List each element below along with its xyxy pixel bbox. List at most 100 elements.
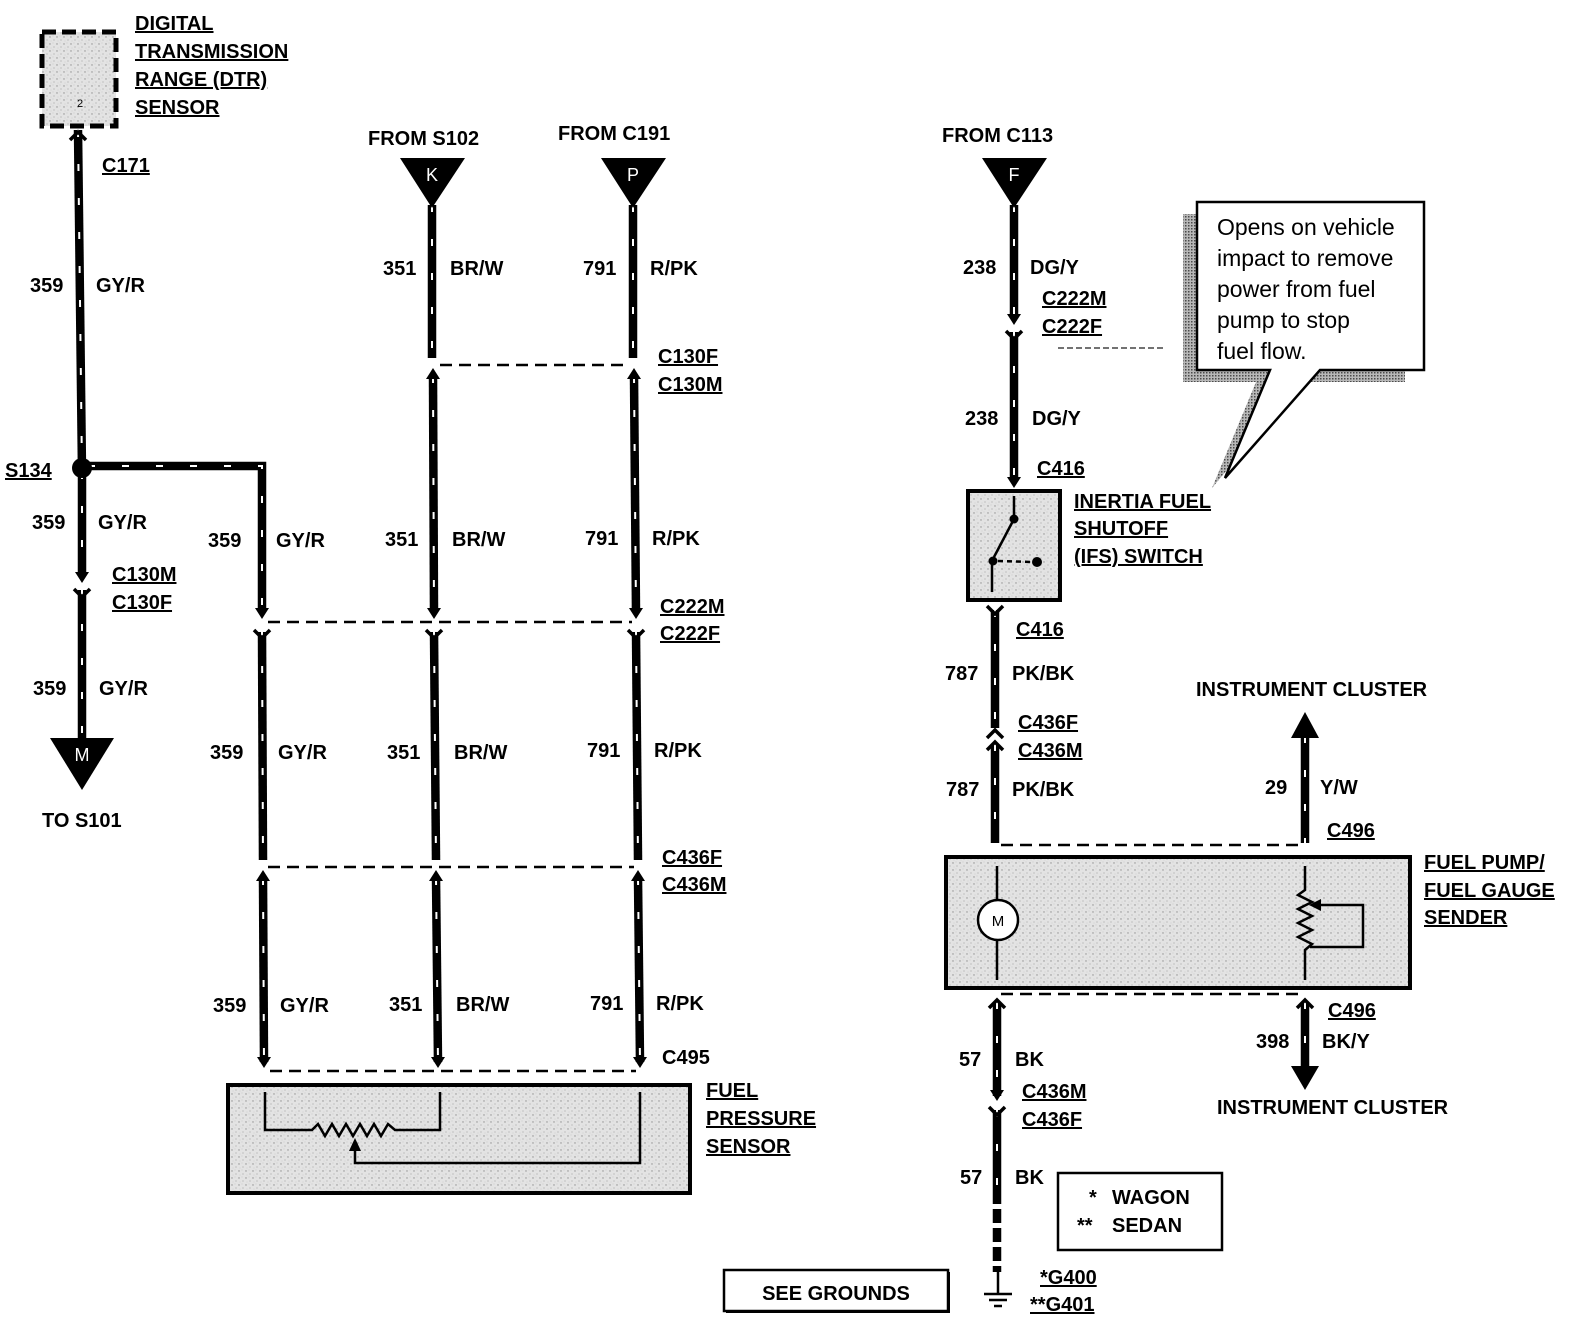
source-letter-p: P xyxy=(627,165,639,185)
legend-box xyxy=(1056,1171,1224,1252)
wire-tick-marks xyxy=(88,465,263,612)
wire-color: PK/BK xyxy=(1012,663,1075,685)
destination-letter-m: M xyxy=(75,745,90,765)
circuit-number: 351 xyxy=(385,529,418,551)
connector-label-c222f: C222F xyxy=(660,623,720,645)
wire-color: DG/Y xyxy=(1032,408,1082,430)
connector-mark xyxy=(256,870,270,881)
connector-label-c436f: C436F xyxy=(1022,1109,1082,1131)
connector-mark xyxy=(987,997,1007,1010)
circuit-number: 359 xyxy=(208,530,241,552)
fuel-pressure-sensor-name: FUEL xyxy=(706,1080,758,1102)
connector-label-c436m: C436M xyxy=(1022,1081,1086,1103)
connector-mark xyxy=(627,368,641,379)
connector-mark xyxy=(985,604,1005,617)
legend-label: WAGON xyxy=(1112,1187,1190,1209)
ground-id-g400: *G400 xyxy=(1040,1267,1097,1289)
source-label-c191: FROM C191 xyxy=(558,123,670,145)
connector-mark xyxy=(985,739,1005,752)
fuel-pump-sender: M xyxy=(944,855,1412,990)
connector-mark xyxy=(1295,997,1315,1010)
circuit-number: 29 xyxy=(1265,777,1287,799)
connector-mark xyxy=(1004,329,1024,342)
circuit-number: 787 xyxy=(945,663,978,685)
wire-color: GY/R xyxy=(280,995,329,1017)
connector-label-c416: C416 xyxy=(1037,458,1085,480)
connector-label-c436m: C436M xyxy=(662,874,726,896)
wire-color: GY/R xyxy=(96,275,145,297)
ifs-switch-open-path xyxy=(997,559,1033,564)
fuel-pump-sender-name: FUEL PUMP/ xyxy=(1424,852,1545,874)
wires xyxy=(73,129,1310,1190)
circuit-number: 791 xyxy=(587,740,620,762)
ground-icon xyxy=(984,1272,1012,1308)
callout-text: fuel flow. xyxy=(1217,338,1307,364)
see-grounds-reference: SEE GROUNDS xyxy=(722,1268,950,1313)
connector-label-c495: C495 xyxy=(662,1047,710,1069)
wire-color: R/PK xyxy=(654,740,702,762)
ifs-switch-name: (IFS) SWITCH xyxy=(1074,546,1203,568)
circuit-number: 351 xyxy=(383,258,416,280)
connector-mark xyxy=(629,608,643,619)
connector-label-c222f: C222F xyxy=(1042,316,1102,338)
connector-mark xyxy=(427,608,441,619)
connector-label-c130m: C130M xyxy=(112,564,176,586)
wire-color: GY/R xyxy=(278,742,327,764)
wire-color: GY/R xyxy=(98,512,147,534)
wire-color: BK xyxy=(1015,1167,1044,1189)
wire-791-r-pk xyxy=(633,877,645,1063)
inertia-fuel-shutoff-switch xyxy=(966,489,1062,602)
connector-mark xyxy=(424,628,444,641)
circuit-number: 351 xyxy=(389,994,422,1016)
source-triangle-k xyxy=(400,158,465,208)
sensor-wiper-line xyxy=(353,1092,642,1165)
gauge-sender-resistor-icon xyxy=(1295,866,1315,980)
splice-s134-dot xyxy=(72,458,92,478)
dtr-pin-number: 2 xyxy=(77,98,83,110)
instrument-cluster-label: INSTRUMENT CLUSTER xyxy=(1217,1097,1449,1119)
circuit-number: 359 xyxy=(210,742,243,764)
wire-color: DG/Y xyxy=(1030,257,1080,279)
circuit-number: 57 xyxy=(960,1167,982,1189)
callout-box xyxy=(1195,200,1426,479)
ifs-switch-contact-icon xyxy=(1032,557,1042,567)
connector-mark xyxy=(1007,477,1021,488)
wire-color: BR/W xyxy=(454,742,507,764)
connector-label-c130m: C130M xyxy=(658,374,722,396)
circuit-number: 791 xyxy=(590,993,623,1015)
connector-mark xyxy=(431,1057,445,1068)
connector-dashed-lines xyxy=(268,347,1299,1073)
connector-label-c222m: C222M xyxy=(660,596,724,618)
callout-text: pump to stop xyxy=(1217,307,1350,333)
sensor-resistor-icon xyxy=(263,1092,442,1139)
circuit-number: 359 xyxy=(32,512,65,534)
wire-tick-marks xyxy=(261,631,264,861)
connector-label-c416: C416 xyxy=(1016,619,1064,641)
source-letter-k: K xyxy=(426,165,438,185)
ifs-switch-contact-icon xyxy=(988,556,998,566)
fuel-pressure-sensor-name: PRESSURE xyxy=(706,1108,816,1130)
see-grounds-box-shadow xyxy=(726,1272,950,1313)
circuit-number: 351 xyxy=(387,742,420,764)
circuit-number: 359 xyxy=(213,995,246,1017)
fuel-pump-sender-name: FUEL GAUGE xyxy=(1424,880,1555,902)
connector-label-c130f: C130F xyxy=(112,592,172,614)
sensor-wiper-arrow-icon xyxy=(349,1138,361,1151)
legend-mark: * xyxy=(1089,1187,1097,1209)
connector-label-c436f: C436F xyxy=(662,847,722,869)
connector-mark xyxy=(985,727,1005,740)
connector-mark xyxy=(257,1057,271,1068)
ifs-switch-blade-icon xyxy=(992,518,1016,558)
connector-mark xyxy=(75,572,89,583)
gauge-sender-wiper-line xyxy=(1310,903,1365,949)
source-label-c113: FROM C113 xyxy=(942,125,1053,147)
connector-label-c496: C496 xyxy=(1327,820,1375,842)
connector-mark xyxy=(626,628,646,641)
gauge-sender-wiper-arrow-icon xyxy=(1309,899,1321,911)
connector-mark xyxy=(1007,314,1021,325)
wire-color: GY/R xyxy=(276,530,325,552)
wire-color: R/PK xyxy=(656,993,704,1015)
fuel-pressure-sensor xyxy=(226,1083,692,1195)
connector-label-c171: C171 xyxy=(102,155,150,177)
